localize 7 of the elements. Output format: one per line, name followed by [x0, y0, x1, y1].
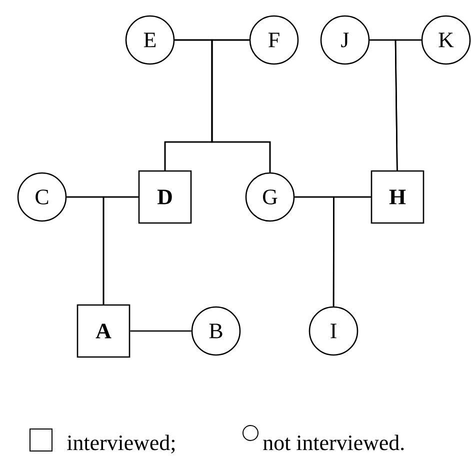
descent-line [332, 196, 371, 306]
marriage-line [130, 330, 192, 332]
legend-text: not interviewed. [263, 434, 404, 450]
descent-line [211, 39, 271, 172]
descent-line [102, 196, 138, 304]
descent-line [394, 39, 422, 170]
legend-text: interviewed; [67, 434, 175, 454]
